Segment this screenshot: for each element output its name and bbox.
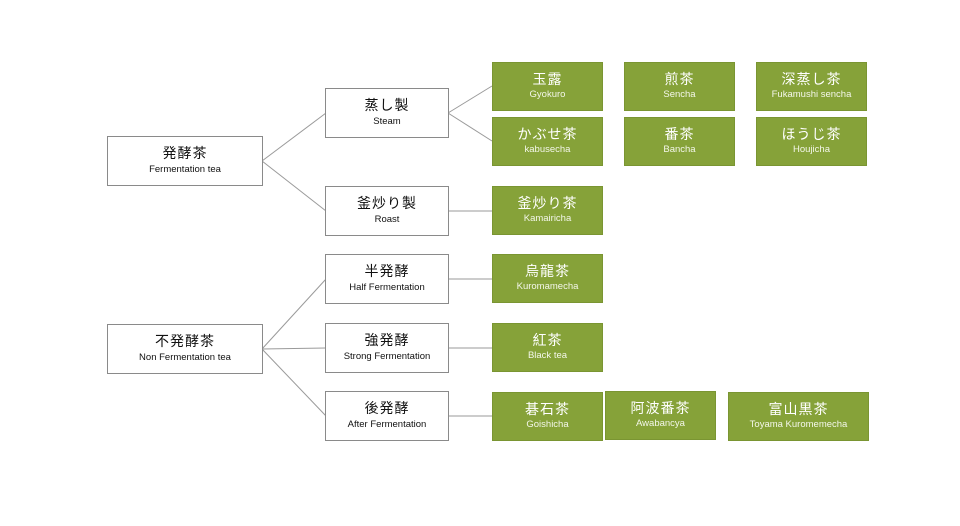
connector-nonferm-half [261, 278, 327, 350]
node-en-label: After Fermentation [347, 418, 427, 430]
tea-goishicha: 碁石茶 Goishicha [492, 392, 603, 441]
node-en-label: Roast [374, 213, 400, 225]
method-strong-fermentation: 強発酵 Strong Fermentation [325, 323, 449, 373]
node-en-label: Goishicha [526, 419, 569, 431]
tea-awabancya: 阿波番茶 Awabancya [605, 391, 716, 440]
node-jp-label: 半発酵 [364, 264, 410, 281]
node-en-label: Steam [373, 115, 401, 127]
node-en-label: Kamairicha [523, 213, 572, 225]
node-jp-label: 阿波番茶 [630, 400, 691, 417]
connector-fermentation-roast [261, 160, 327, 212]
tea-kamairicha: 釜炒り茶 Kamairicha [492, 186, 603, 235]
tea-bancha: 番茶 Bancha [624, 117, 735, 166]
node-jp-label: 煎茶 [664, 71, 695, 88]
node-jp-label: 深蒸し茶 [781, 71, 842, 88]
node-jp-label: 紅茶 [532, 332, 563, 349]
node-en-label: Houjicha [793, 144, 830, 156]
node-jp-label: 富山黒茶 [768, 401, 829, 418]
tea-fukamushi-sencha: 深蒸し茶 Fukamushi sencha [756, 62, 867, 111]
node-en-label: Half Fermentation [349, 281, 425, 293]
tea-gyokuro: 玉露 Gyokuro [492, 62, 603, 111]
node-en-label: Gyokuro [529, 89, 566, 101]
node-en-label: Bancha [663, 144, 696, 156]
tea-black-tea: 紅茶 Black tea [492, 323, 603, 372]
node-en-label: Sencha [663, 89, 696, 101]
node-en-label: Awabancya [636, 418, 685, 430]
node-en-label: kabusecha [524, 144, 571, 156]
method-roast: 釜炒り製 Roast [325, 186, 449, 236]
node-jp-label: 番茶 [664, 126, 695, 143]
node-en-label: Kuromamecha [516, 281, 579, 293]
connector-nonferm-strong [261, 347, 327, 350]
node-en-label: Non Fermentation tea [139, 351, 231, 363]
node-en-label: Fukamushi sencha [771, 89, 852, 101]
node-jp-label: 釜炒り製 [357, 196, 417, 213]
node-jp-label: 釜炒り茶 [517, 195, 578, 212]
node-jp-label: ほうじ茶 [781, 126, 842, 143]
tea-houjicha: ほうじ茶 Houjicha [756, 117, 867, 166]
node-jp-label: 玉露 [532, 71, 563, 88]
node-jp-label: 発酵茶 [162, 146, 208, 163]
connector-nonferm-after [261, 348, 327, 417]
node-jp-label: 烏龍茶 [525, 263, 570, 280]
node-jp-label: かぶせ茶 [517, 126, 578, 143]
connector-fermentation-steam [261, 112, 327, 162]
node-en-label: Toyama Kuromemecha [749, 419, 848, 431]
method-steam: 蒸し製 Steam [325, 88, 449, 138]
method-after-fermentation: 後発酵 After Fermentation [325, 391, 449, 441]
node-jp-label: 強発酵 [364, 333, 410, 350]
method-half-fermentation: 半発酵 Half Fermentation [325, 254, 449, 304]
connector-steam-gyokuro [447, 85, 493, 114]
node-en-label: Strong Fermentation [343, 350, 431, 362]
tea-kuromamecha: 烏龍茶 Kuromamecha [492, 254, 603, 303]
tea-kabusecha: かぶせ茶 kabusecha [492, 117, 603, 166]
connector-steam-kabusecha [447, 112, 493, 142]
root-fermentation-tea: 発酵茶 Fermentation tea [107, 136, 263, 186]
node-en-label: Black tea [527, 350, 568, 362]
node-en-label: Fermentation tea [149, 163, 221, 175]
root-non-fermentation-tea: 不発酵茶 Non Fermentation tea [107, 324, 263, 374]
node-jp-label: 後発酵 [364, 401, 410, 418]
tea-sencha: 煎茶 Sencha [624, 62, 735, 111]
node-jp-label: 碁石茶 [525, 401, 570, 418]
tea-toyama-kuromemecha: 富山黒茶 Toyama Kuromemecha [728, 392, 869, 441]
node-jp-label: 不発酵茶 [155, 334, 215, 351]
node-jp-label: 蒸し製 [364, 98, 410, 115]
